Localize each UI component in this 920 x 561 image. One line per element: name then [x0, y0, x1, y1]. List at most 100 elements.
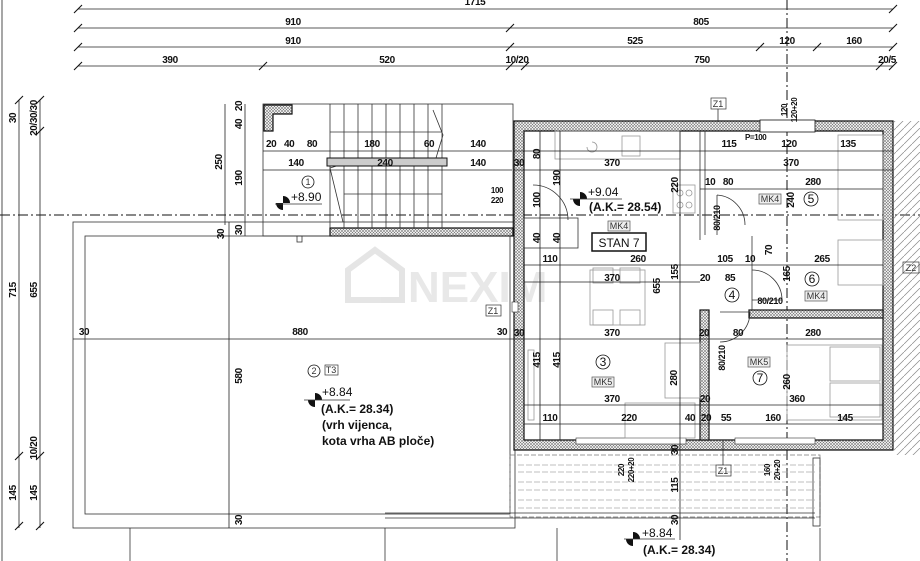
- plan-line: [527, 349, 535, 421]
- dimension-label: kota vrha AB ploče): [322, 434, 434, 448]
- plan-line: [35, 126, 45, 136]
- dimension-label: (A.K.= 28.34): [321, 402, 393, 416]
- dimension-label: 100: [532, 191, 543, 207]
- plan-line: [710, 97, 727, 110]
- plan-line: [888, 42, 898, 52]
- plan-line: [624, 402, 696, 439]
- dimension-label: 165: [782, 265, 793, 281]
- dimension-label: 80: [532, 148, 543, 159]
- plan-line: [296, 235, 303, 243]
- dimension-label: +8.84: [642, 526, 673, 540]
- plan-line: [888, 61, 898, 71]
- dimension-label: Z1: [718, 466, 729, 476]
- plan-line: [73, 42, 83, 52]
- dimension-label: 140: [470, 139, 486, 150]
- plan-line: [716, 194, 746, 235]
- dimension-label: 20: [234, 100, 245, 111]
- dimension-label: 105: [717, 254, 733, 265]
- dimension-label: 30: [514, 158, 525, 169]
- dimension-label: 40: [532, 232, 543, 243]
- plan-line: [812, 42, 822, 52]
- plan-line: [35, 521, 45, 531]
- plan-line: [837, 134, 884, 221]
- plan-line: [715, 464, 732, 477]
- dimension-label: 110: [543, 413, 559, 424]
- dimension-label: 140: [470, 158, 486, 169]
- top-dimension-chain: 1715 910 805 910 525 120 160 390 520 10/…: [73, 0, 898, 71]
- dimension-label: 655: [29, 281, 40, 297]
- dimension-label: MK5: [750, 357, 769, 367]
- dimension-label: 110: [543, 254, 559, 265]
- staircase-room-1: 20 40 80 180 60 140 140 240 140 250 190 …: [214, 100, 514, 237]
- dimension-label: 10: [745, 254, 756, 265]
- dimension-label: 120: [779, 36, 795, 47]
- dimension-label: 220+20: [627, 457, 636, 482]
- plan-line: [14, 521, 24, 531]
- dimension-label: 20: [266, 139, 277, 150]
- dimension-label: 7: [757, 371, 764, 385]
- dimension-label: 5: [808, 192, 815, 206]
- dimension-label: 265: [814, 254, 830, 265]
- plan-line: [755, 42, 765, 52]
- plan-line: [829, 382, 881, 418]
- dimension-label: 80/210: [717, 345, 727, 371]
- plan-line: [73, 23, 83, 33]
- dimension-label: 20+20: [773, 459, 782, 480]
- dimension-label: MK4: [761, 194, 780, 204]
- dimension-label: 260: [630, 254, 646, 265]
- dimension-label: 180: [364, 139, 380, 150]
- plan-line: [812, 457, 821, 527]
- plan-line: [837, 239, 884, 286]
- plan-line: [591, 376, 615, 388]
- plan-line: [307, 364, 321, 378]
- dimension-label: 415: [532, 351, 543, 367]
- dimension-label: 80: [723, 177, 734, 188]
- dimension-label: 370: [604, 273, 620, 284]
- apartment-label-box: [591, 232, 647, 252]
- plan-line: [619, 267, 641, 284]
- plan-line: [345, 246, 405, 303]
- plan-line: [621, 135, 641, 157]
- dimension-label: Z1: [713, 99, 724, 109]
- plan-line: [73, 4, 898, 71]
- plan-line: [672, 184, 696, 214]
- dimension-label: 55: [721, 413, 732, 424]
- plan-line: [263, 104, 293, 132]
- dimension-label: 30: [497, 327, 508, 338]
- dimension-label: 750: [694, 55, 710, 66]
- dimension-label: 70: [764, 244, 775, 255]
- dimension-label: (A.K.= 28.54): [589, 200, 661, 214]
- dimension-label: 80/210: [757, 296, 783, 306]
- plan-line: [786, 344, 883, 421]
- plan-line: [719, 311, 751, 343]
- dimension-label: +9.04: [588, 185, 619, 199]
- dimension-label: (vrh vijenca,: [322, 418, 392, 432]
- plan-line: [14, 451, 24, 461]
- dimension-label: 220: [617, 463, 626, 476]
- plan-line: [329, 227, 514, 237]
- plan-line: [505, 61, 515, 71]
- plan-line: [734, 437, 816, 445]
- dimension-label: MK4: [610, 221, 629, 231]
- left-dimension-chain: 30 20/30/30 715 655 145 145 10/20: [1, 0, 45, 561]
- dimension-label: 370: [783, 158, 799, 169]
- dimension-label: 190: [234, 169, 245, 185]
- section-markers: Z1 Z1 Z1 Z2: [485, 97, 920, 477]
- room-number: 1: [305, 177, 310, 187]
- plan-line: [759, 119, 816, 133]
- plan-line: [751, 269, 783, 301]
- dimension-label: 390: [162, 55, 178, 66]
- plan-line: [747, 356, 771, 368]
- dimension-label: +8.84: [322, 385, 353, 399]
- plan-line: [523, 217, 579, 249]
- plan-line: [803, 191, 819, 207]
- dimension-label: Z1: [488, 306, 499, 316]
- plan-line: [829, 346, 881, 382]
- plan-line: [324, 364, 339, 376]
- plan-line: [432, 109, 444, 159]
- dimension-label: 190: [552, 169, 563, 185]
- dimension-label: 910: [285, 17, 301, 28]
- dimension-label: 20: [699, 328, 710, 339]
- plan-line: [664, 342, 701, 399]
